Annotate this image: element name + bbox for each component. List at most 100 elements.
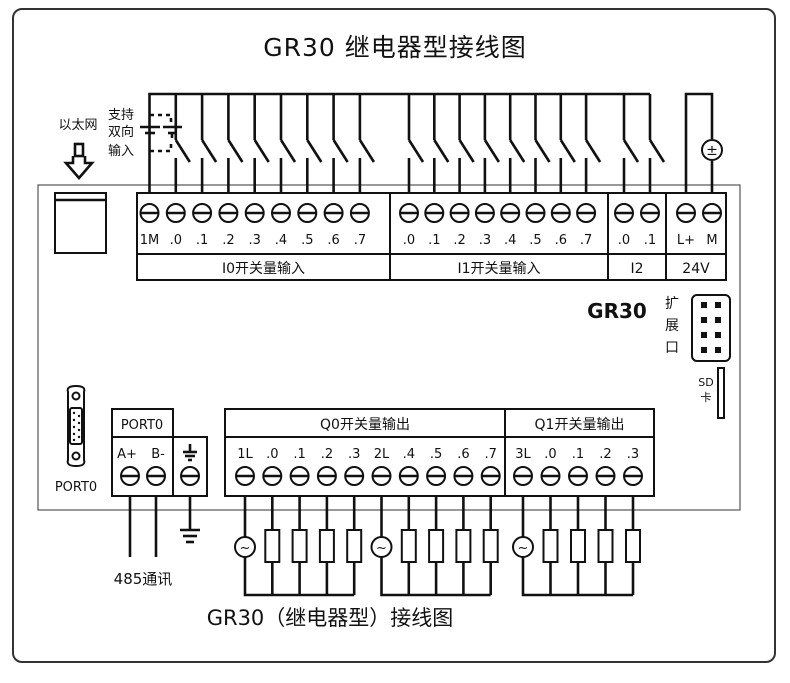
expansion-port[interactable] xyxy=(691,294,731,362)
screw-terminal-icon[interactable] xyxy=(271,203,291,223)
screw-terminal-icon[interactable] xyxy=(316,466,337,486)
output-terminal-label: .4 xyxy=(403,447,415,462)
screw-terminal-icon[interactable] xyxy=(289,466,310,486)
screw-terminal-icon[interactable] xyxy=(120,466,140,486)
screw-terminal-icon[interactable] xyxy=(399,203,419,223)
input-group-label-cell xyxy=(389,253,609,281)
ac-source-icon: ~ xyxy=(234,536,256,558)
ethernet-port[interactable] xyxy=(54,192,107,254)
output-terminal-label: 1L xyxy=(237,447,253,462)
expansion-pin xyxy=(701,347,707,353)
input-terminal-block: I0开关量输入1M.0.1.2.3.4.5.6.7I1开关量输入.0.1.2.3… xyxy=(136,192,727,281)
screw-terminal-icon[interactable] xyxy=(371,466,392,486)
screw-terminal-icon[interactable] xyxy=(424,203,445,223)
screw-terminal-icon[interactable] xyxy=(540,466,561,486)
screw-terminal-icon[interactable] xyxy=(218,203,239,223)
db9-port-label: PORT0 xyxy=(55,480,97,495)
screw-terminal-icon[interactable] xyxy=(550,203,571,223)
output-load-bank: ~ xyxy=(234,496,363,597)
input-terminal-label: .7 xyxy=(580,233,592,248)
screw-terminal-icon[interactable] xyxy=(344,466,365,486)
ac-symbol: ~ xyxy=(240,541,251,556)
screw-terminal-icon[interactable] xyxy=(453,466,474,486)
screw-terminal-icon[interactable] xyxy=(165,203,186,223)
output-terminal-label: .6 xyxy=(457,447,469,462)
load-resistor-icon xyxy=(482,496,499,595)
screw-terminal-icon[interactable] xyxy=(262,466,283,486)
screw-terminal-icon[interactable] xyxy=(323,203,344,223)
screw-terminal-icon[interactable] xyxy=(398,466,419,486)
expansion-pin xyxy=(701,302,707,308)
input-terminal-label: .5 xyxy=(529,233,541,248)
screw-terminal-icon[interactable] xyxy=(513,466,533,486)
rs485-screws xyxy=(120,466,200,486)
screw-terminal-icon[interactable] xyxy=(576,203,597,223)
screw-terminal-icon[interactable] xyxy=(500,203,521,223)
input-switch-icon xyxy=(508,94,526,193)
output-terminal-label: .2 xyxy=(321,447,333,462)
db9-connector-icon[interactable] xyxy=(66,384,86,468)
input-group-name: I0开关量输入 xyxy=(222,261,305,277)
expansion-pin xyxy=(715,302,721,308)
output-group-name: Q0开关量输出 xyxy=(320,417,410,433)
screw-terminal-icon[interactable] xyxy=(480,466,501,486)
screw-terminal-icon[interactable] xyxy=(595,466,616,486)
diagram-title: GR30 继电器型接线图 xyxy=(263,33,527,62)
screw-terminal-icon[interactable] xyxy=(568,466,588,486)
input-terminal-label: .4 xyxy=(275,233,287,248)
input-switch-icon xyxy=(200,94,218,193)
terminal-label-a-plus: A+ xyxy=(117,447,137,462)
screw-terminal-icon[interactable] xyxy=(525,203,546,223)
screw-terminal-icon[interactable] xyxy=(139,203,160,223)
expansion-pin xyxy=(715,332,721,338)
load-resistor-icon xyxy=(597,496,614,595)
load-resistor-icon xyxy=(346,496,363,595)
output-group-name: Q1开关量输出 xyxy=(535,417,625,433)
input-switch-icon xyxy=(279,94,297,193)
input-terminal-label: .7 xyxy=(354,233,366,248)
input-group-label-cell xyxy=(136,253,391,281)
input-terminal-label: .3 xyxy=(479,233,491,248)
screw-terminal-icon[interactable] xyxy=(146,466,166,486)
load-resistor-icon xyxy=(264,496,281,595)
load-resistor-icon xyxy=(542,496,559,595)
screw-terminal-icon[interactable] xyxy=(623,466,643,486)
screw-terminal-icon[interactable] xyxy=(702,203,722,223)
input-switch-icon xyxy=(407,94,425,193)
screw-terminal-icon[interactable] xyxy=(235,466,255,486)
screw-terminal-icon[interactable] xyxy=(614,203,634,223)
screw-terminal-icon[interactable] xyxy=(192,203,213,223)
input-terminal-label: .1 xyxy=(428,233,440,248)
input-terminal-label: .2 xyxy=(453,233,465,248)
screw-terminal-icon[interactable] xyxy=(180,466,200,486)
screw-terminal-icon[interactable] xyxy=(640,203,660,223)
ac-symbol: ~ xyxy=(376,541,387,556)
screw-terminal-icon[interactable] xyxy=(244,203,265,223)
output-terminal-label: .5 xyxy=(430,447,442,462)
input-group-terminals xyxy=(607,192,667,255)
input-terminal-label: .0 xyxy=(403,233,415,248)
input-switch-icon xyxy=(332,94,349,193)
screw-terminal-icon[interactable] xyxy=(426,466,447,486)
screw-terminal-icon[interactable] xyxy=(349,203,370,223)
screw-terminal-icon[interactable] xyxy=(474,203,495,223)
input-terminal-label: .4 xyxy=(504,233,516,248)
expansion-pin xyxy=(701,332,707,338)
input-switch-icon xyxy=(584,94,602,193)
expansion-port-label: 扩 展 口 xyxy=(665,296,679,356)
screw-terminal-icon[interactable] xyxy=(449,203,470,223)
output-terminal-label: .0 xyxy=(544,447,556,462)
input-switch-icon xyxy=(622,94,640,193)
input-terminal-label: .0 xyxy=(170,233,182,248)
sd-card-slot[interactable] xyxy=(717,367,725,419)
screw-terminal-icon[interactable] xyxy=(676,203,696,223)
ethernet-arrow-icon xyxy=(63,142,95,180)
input-terminal-label: .1 xyxy=(644,233,656,248)
svg-text:双向: 双向 xyxy=(108,124,134,140)
output-terminal-label: .1 xyxy=(572,447,584,462)
screw-terminal-icon[interactable] xyxy=(297,203,318,223)
ethernet-label: 以太网 xyxy=(58,118,97,133)
input-switch-icon xyxy=(483,94,500,193)
input-group-name: I2 xyxy=(630,261,643,277)
